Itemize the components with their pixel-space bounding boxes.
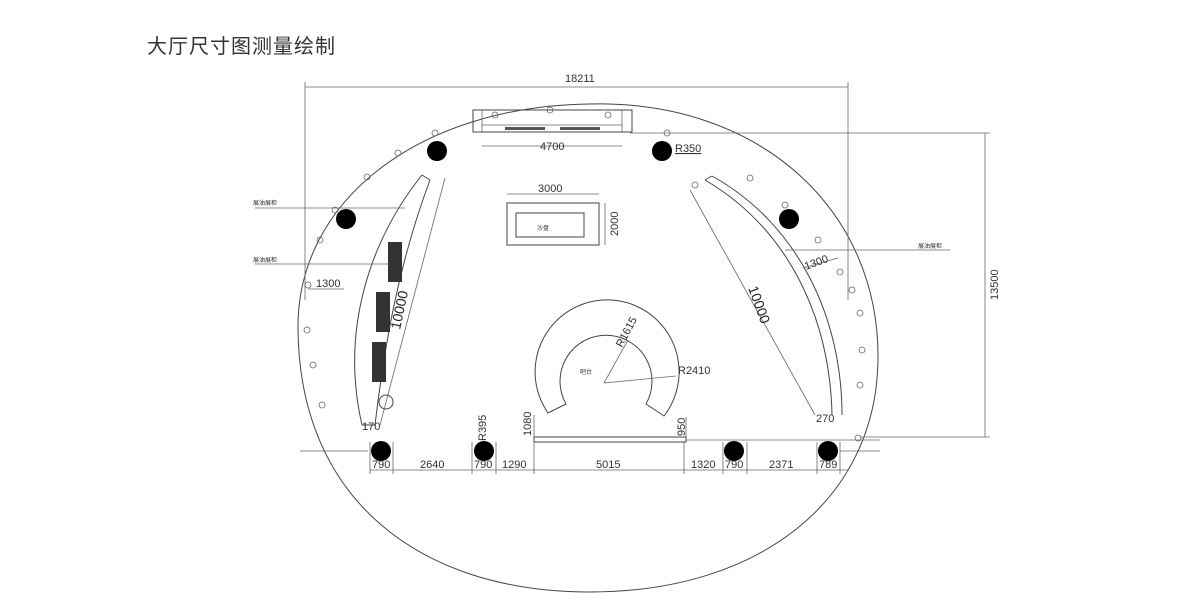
showcase-label-right: 展油展柜 <box>918 242 942 250</box>
gap-left-label: 170 <box>362 421 380 433</box>
dim-label: 2371 <box>769 459 793 471</box>
left-showcase-length-label: 10000 <box>387 289 411 331</box>
overall-width-dimension: 18211 <box>304 73 849 300</box>
showcase-label-left-2: 展油展柜 <box>253 256 277 264</box>
column <box>336 209 356 229</box>
screen-wall: 4700 <box>472 109 633 153</box>
right-showcase-length-label: 10000 <box>745 284 773 326</box>
bar-label: 吧台 <box>580 368 592 376</box>
counter-right-height-label: 950 <box>676 418 688 436</box>
overall-depth-label: 13500 <box>989 269 1001 300</box>
column <box>818 441 838 461</box>
hall-outline <box>297 103 879 593</box>
column <box>371 441 391 461</box>
perimeter-lights <box>303 106 866 442</box>
sand-table-depth-label: 2000 <box>609 212 621 236</box>
column <box>427 141 447 161</box>
dim-label: 790 <box>474 459 492 471</box>
sand-table: 沙盘 3000 2000 <box>506 183 621 246</box>
dim-label: 790 <box>725 459 743 471</box>
bar-inner-radius-label: R1615 <box>614 315 640 349</box>
dim-label: 1290 <box>502 459 526 471</box>
overall-depth-dimension: 13500 <box>630 132 1001 438</box>
left-offset-label: 1300 <box>316 278 340 290</box>
gap-right-label: 270 <box>816 413 834 425</box>
page-title: 大厅尺寸图测量绘制 <box>147 34 336 58</box>
sand-table-label: 沙盘 <box>537 224 549 232</box>
column <box>724 441 744 461</box>
dim-label: 1320 <box>691 459 715 471</box>
showcase-label-left-1: 展油展柜 <box>253 199 277 207</box>
sand-table-width-label: 3000 <box>538 183 562 195</box>
overall-width-label: 18211 <box>565 73 595 85</box>
display-panel <box>376 292 390 332</box>
dim-label: 2640 <box>420 459 444 471</box>
right-offset-label: 1300 <box>803 253 830 273</box>
column-radius-label: R350 <box>675 143 701 155</box>
dim-label: 5015 <box>596 459 620 471</box>
left-showcase: 10000 1300 <box>308 174 446 426</box>
display-panel <box>372 342 386 382</box>
columns <box>336 141 838 461</box>
right-showcase: 10000 1300 <box>689 175 843 416</box>
column <box>474 441 494 461</box>
bar-outer-radius-label: R2410 <box>678 365 710 377</box>
column <box>779 209 799 229</box>
dim-label: 789 <box>819 459 837 471</box>
counter-left-height-label: 1080 <box>522 412 534 436</box>
bottom-dimension-row: 790 2640 790 1290 5015 1320 790 2371 789 <box>369 442 848 474</box>
dim-label: 790 <box>372 459 390 471</box>
small-column-radius-label: R395 <box>477 415 489 441</box>
screen-width-label: 4700 <box>540 141 564 153</box>
display-panel <box>388 242 402 282</box>
column <box>652 141 672 161</box>
